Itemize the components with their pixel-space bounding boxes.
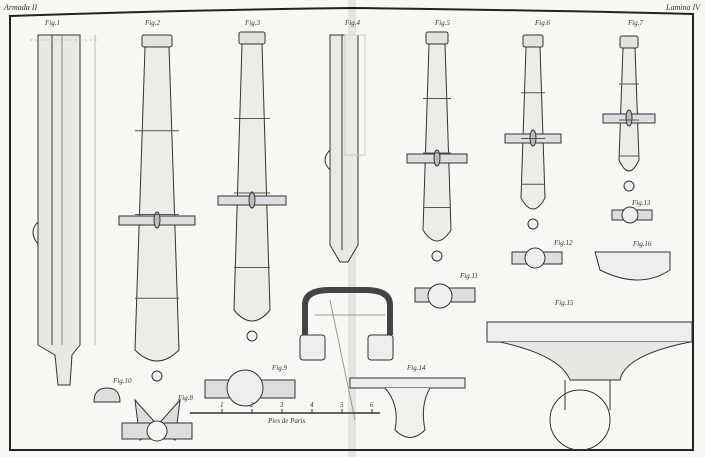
figure-label: Fig.3 [244, 19, 260, 27]
figure-label: Fig.14 [406, 364, 426, 372]
cannons [118, 31, 656, 382]
scale-tick-label: 3 [279, 401, 284, 409]
figure-label: Fig.11 [459, 272, 478, 280]
header-left: Armada II [3, 3, 37, 12]
figure-label: Fig.7 [627, 19, 643, 27]
figure-label: Fig.6 [534, 19, 550, 27]
figure-label: Fig.9 [271, 364, 287, 372]
figure-label: Fig.5 [434, 19, 450, 27]
cannon-3 [406, 31, 468, 262]
scale-tick-label: 5 [340, 401, 344, 409]
figure-label: Fig.4 [344, 19, 360, 27]
figure-label: Fig.12 [553, 239, 573, 247]
figure-label: Fig.10 [112, 377, 132, 385]
figure-label: Fig.16 [632, 240, 652, 248]
scale-tick-label: 1 [220, 401, 224, 409]
figure-label: Fig.13 [631, 199, 651, 207]
scale-tick-label: 6 [370, 401, 374, 409]
figure-label: Fig.1 [44, 19, 60, 27]
plate-border [9, 6, 694, 451]
cannon-1 [118, 34, 196, 382]
header-right: Lamina IV [665, 3, 701, 12]
cannon-2 [217, 31, 287, 342]
figure-label: Fig.2 [144, 19, 160, 27]
figure-label: Fig.8 [177, 394, 193, 402]
scale-tick-label: 4 [310, 401, 314, 409]
cannon-4 [504, 34, 562, 230]
figure-label: Fig.15 [554, 299, 574, 307]
cannon-5 [602, 35, 656, 192]
scale-tick-label: 2 [250, 401, 254, 409]
scale-bar: 1 2 3 4 5 6 [220, 401, 374, 413]
scale-label: Pies de Paris [267, 417, 306, 425]
detail-drawings [30, 34, 693, 451]
